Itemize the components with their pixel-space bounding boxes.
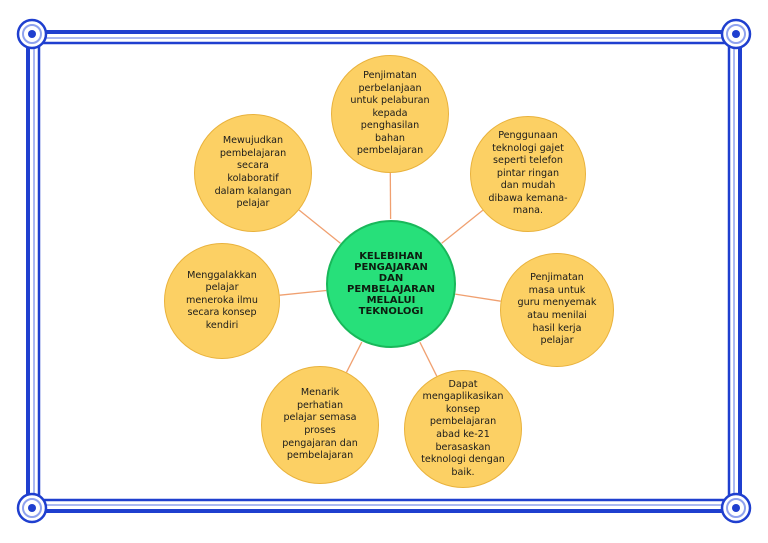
node-label: Menggalakkan pelajar meneroka ilmu secar… [186,269,258,331]
node-penjimatan-perbelanjaan: Penjimatan perbelanjaan untuk pelaburan … [331,55,449,173]
corner-ornament-top-right [720,18,752,50]
center-title: KELEBIHAN PENGAJARAN DAN PEMBELAJARAN ME… [347,251,435,317]
corner-ornament-bottom-left [16,492,48,524]
connectors [279,172,501,377]
node-label: Penjimatan masa untuk guru menyemak atau… [517,272,597,347]
connector-line [441,209,484,244]
connector-line [419,341,438,377]
frame-borders [26,30,742,513]
node-label: Mewujudkan pembelajaran secara kolaborat… [214,135,292,210]
node-aplikasi-abad-21: Dapat mengaplikasikan konsep pembelajara… [404,370,522,488]
node-label: Penggunaan teknologi gajet seperti telef… [488,129,568,217]
connector-line [298,209,341,244]
node-label: Penjimatan perbelanjaan untuk pelaburan … [350,69,430,157]
node-label: Dapat mengaplikasikan konsep pembelajara… [421,378,505,478]
node-label: Menarik perhatian pelajar semasa proses … [282,387,358,462]
connector-line [279,289,327,296]
connector-line [345,341,363,373]
corner-ornament-top-left [16,18,48,50]
node-penjimatan-masa: Penjimatan masa untuk guru menyemak atau… [500,253,614,367]
node-mewujudkan-kolaboratif: Mewujudkan pembelajaran secara kolaborat… [194,114,312,232]
node-menarik-perhatian: Menarik perhatian pelajar semasa proses … [261,366,379,484]
center-node: KELEBIHAN PENGAJARAN DAN PEMBELAJARAN ME… [326,220,456,348]
node-menggalakkan-pelajar: Menggalakkan pelajar meneroka ilmu secar… [164,243,280,359]
corner-ornament-bottom-right [720,492,752,524]
node-penggunaan-teknologi-gajet: Penggunaan teknologi gajet seperti telef… [470,116,586,232]
connector-line [455,293,501,302]
